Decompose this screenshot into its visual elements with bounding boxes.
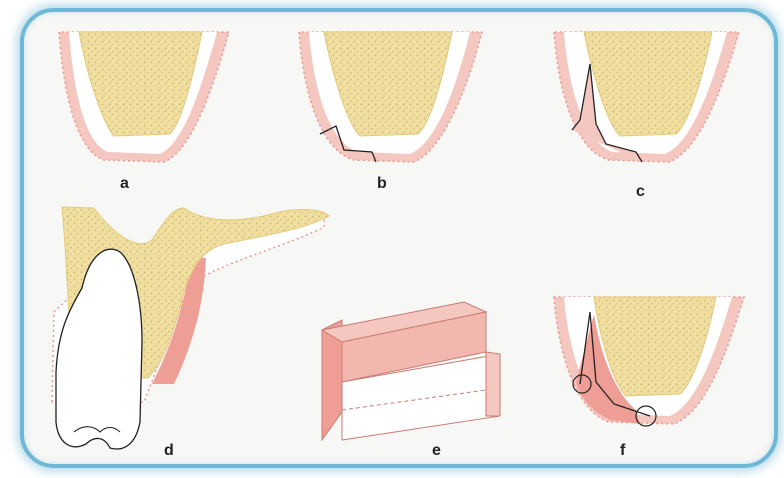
panel-b-label: b: [377, 175, 387, 193]
panel-d-drawing: [52, 207, 329, 449]
figure-frame: a b c d e f: [20, 8, 778, 468]
panel-e-label: e: [432, 442, 441, 460]
panel-d-label: d: [164, 442, 174, 460]
panel-e-block-right: [486, 352, 500, 416]
panel-f-drawing: [554, 297, 744, 426]
panel-a-label: a: [120, 175, 129, 193]
panel-a-drawing: [59, 32, 229, 162]
panel-c-label: c: [636, 183, 645, 201]
diagram-canvas: [24, 12, 774, 464]
panel-c-drawing: [554, 32, 739, 162]
panel-e-drawing: [322, 302, 500, 440]
panel-f-label: f: [620, 442, 625, 460]
panel-b-drawing: [299, 32, 482, 162]
